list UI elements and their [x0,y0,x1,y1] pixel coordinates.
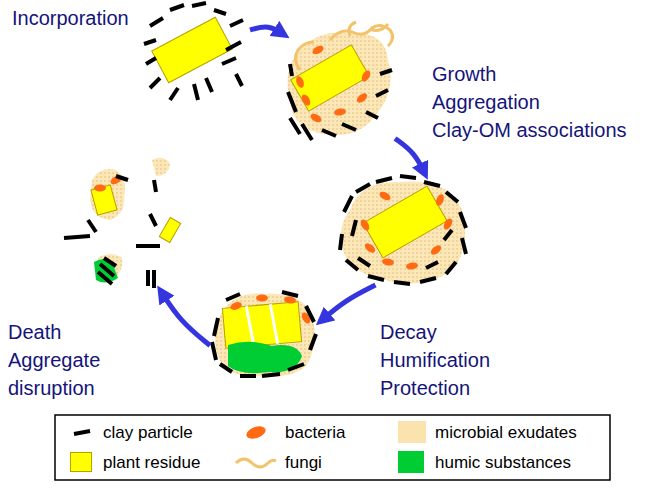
stage-caption: Incorporation [12,4,129,32]
aggregate-stage [335,175,470,285]
aggregate-stage: GrowthAggregationClay-OM associations [285,22,395,142]
aggregate-stage: DeathAggregatedisruption [60,150,190,290]
bacteria-cells [359,190,454,271]
clay-particles [144,3,243,100]
bacterium [333,108,346,117]
cycle-arrow [160,290,210,345]
bacterium [381,258,394,267]
bacterium [300,93,312,107]
fungi-sample [236,459,276,467]
bacterium [94,185,106,192]
legend-swatch [398,421,426,443]
microbial-exudates [341,182,465,284]
legend-label: humic substances [435,453,571,473]
bacterium [363,241,377,254]
clay-particles [212,292,316,376]
legend-label: fungi [285,453,322,473]
cycle-arrow [395,138,425,175]
bacterium [429,243,443,256]
plant-residue [159,217,180,242]
plant-residue [91,185,117,215]
bacteria-cells [295,44,372,124]
residue-cracks [246,304,277,346]
bacterium [309,112,323,124]
cycle-arrow [250,27,285,35]
bacterium [229,301,243,312]
legend-swatch [70,452,92,472]
stage-caption: DeathAggregatedisruption [8,318,100,402]
disrupted-aggregate [64,158,181,288]
bacterium [295,75,306,89]
legend-label: clay particle [103,423,193,443]
legend-swatch [245,424,268,441]
bacterium [442,217,454,231]
stage-label: disruption [8,374,100,402]
bacterium [311,44,325,56]
plant-residue [291,45,370,111]
stage-label: Growth [432,60,627,88]
legend-label: microbial exudates [435,423,577,443]
bacterium [435,193,446,207]
legend-swatch [398,451,424,473]
aggregate-stage: Incorporation [140,10,250,105]
decaying-aggregate [212,292,316,377]
stage-label: Humification [380,346,490,374]
clay-sample [74,431,90,434]
microbial-exudates [288,33,391,135]
mature-aggregate [340,176,466,284]
microbial-exudates [152,158,170,176]
stage-label: Aggregation [432,88,627,116]
cycle-arrow [320,285,376,322]
aggregate-stage: DecayHumificationProtection [210,290,320,378]
bacterium [360,69,372,83]
legend-label: plant residue [103,453,200,473]
growing-aggregate [288,22,393,140]
stage-label: Clay-OM associations [432,116,627,144]
plant-residue [363,186,447,258]
stage-caption: DecayHumificationProtection [380,318,490,402]
bacterium [355,91,369,104]
residue-aggregate [144,3,243,100]
legend-frame [55,415,610,480]
stage-caption: GrowthAggregationClay-OM associations [432,60,627,144]
clay-particles [288,64,392,140]
clay-particles [340,176,466,284]
bacterium [405,262,418,271]
plant-residue [152,17,232,83]
stage-label: Aggregate [8,346,100,374]
stage-label: Death [8,318,100,346]
clay-particles [64,176,160,288]
stage-label: Protection [380,374,490,402]
bacterium [256,295,268,302]
stage-label: Decay [380,318,490,346]
stage-label: Incorporation [12,4,129,32]
legend-label: bacteria [285,423,345,443]
bacterium [378,190,392,202]
bacteria-cells [229,295,312,325]
bacterium [359,218,371,232]
